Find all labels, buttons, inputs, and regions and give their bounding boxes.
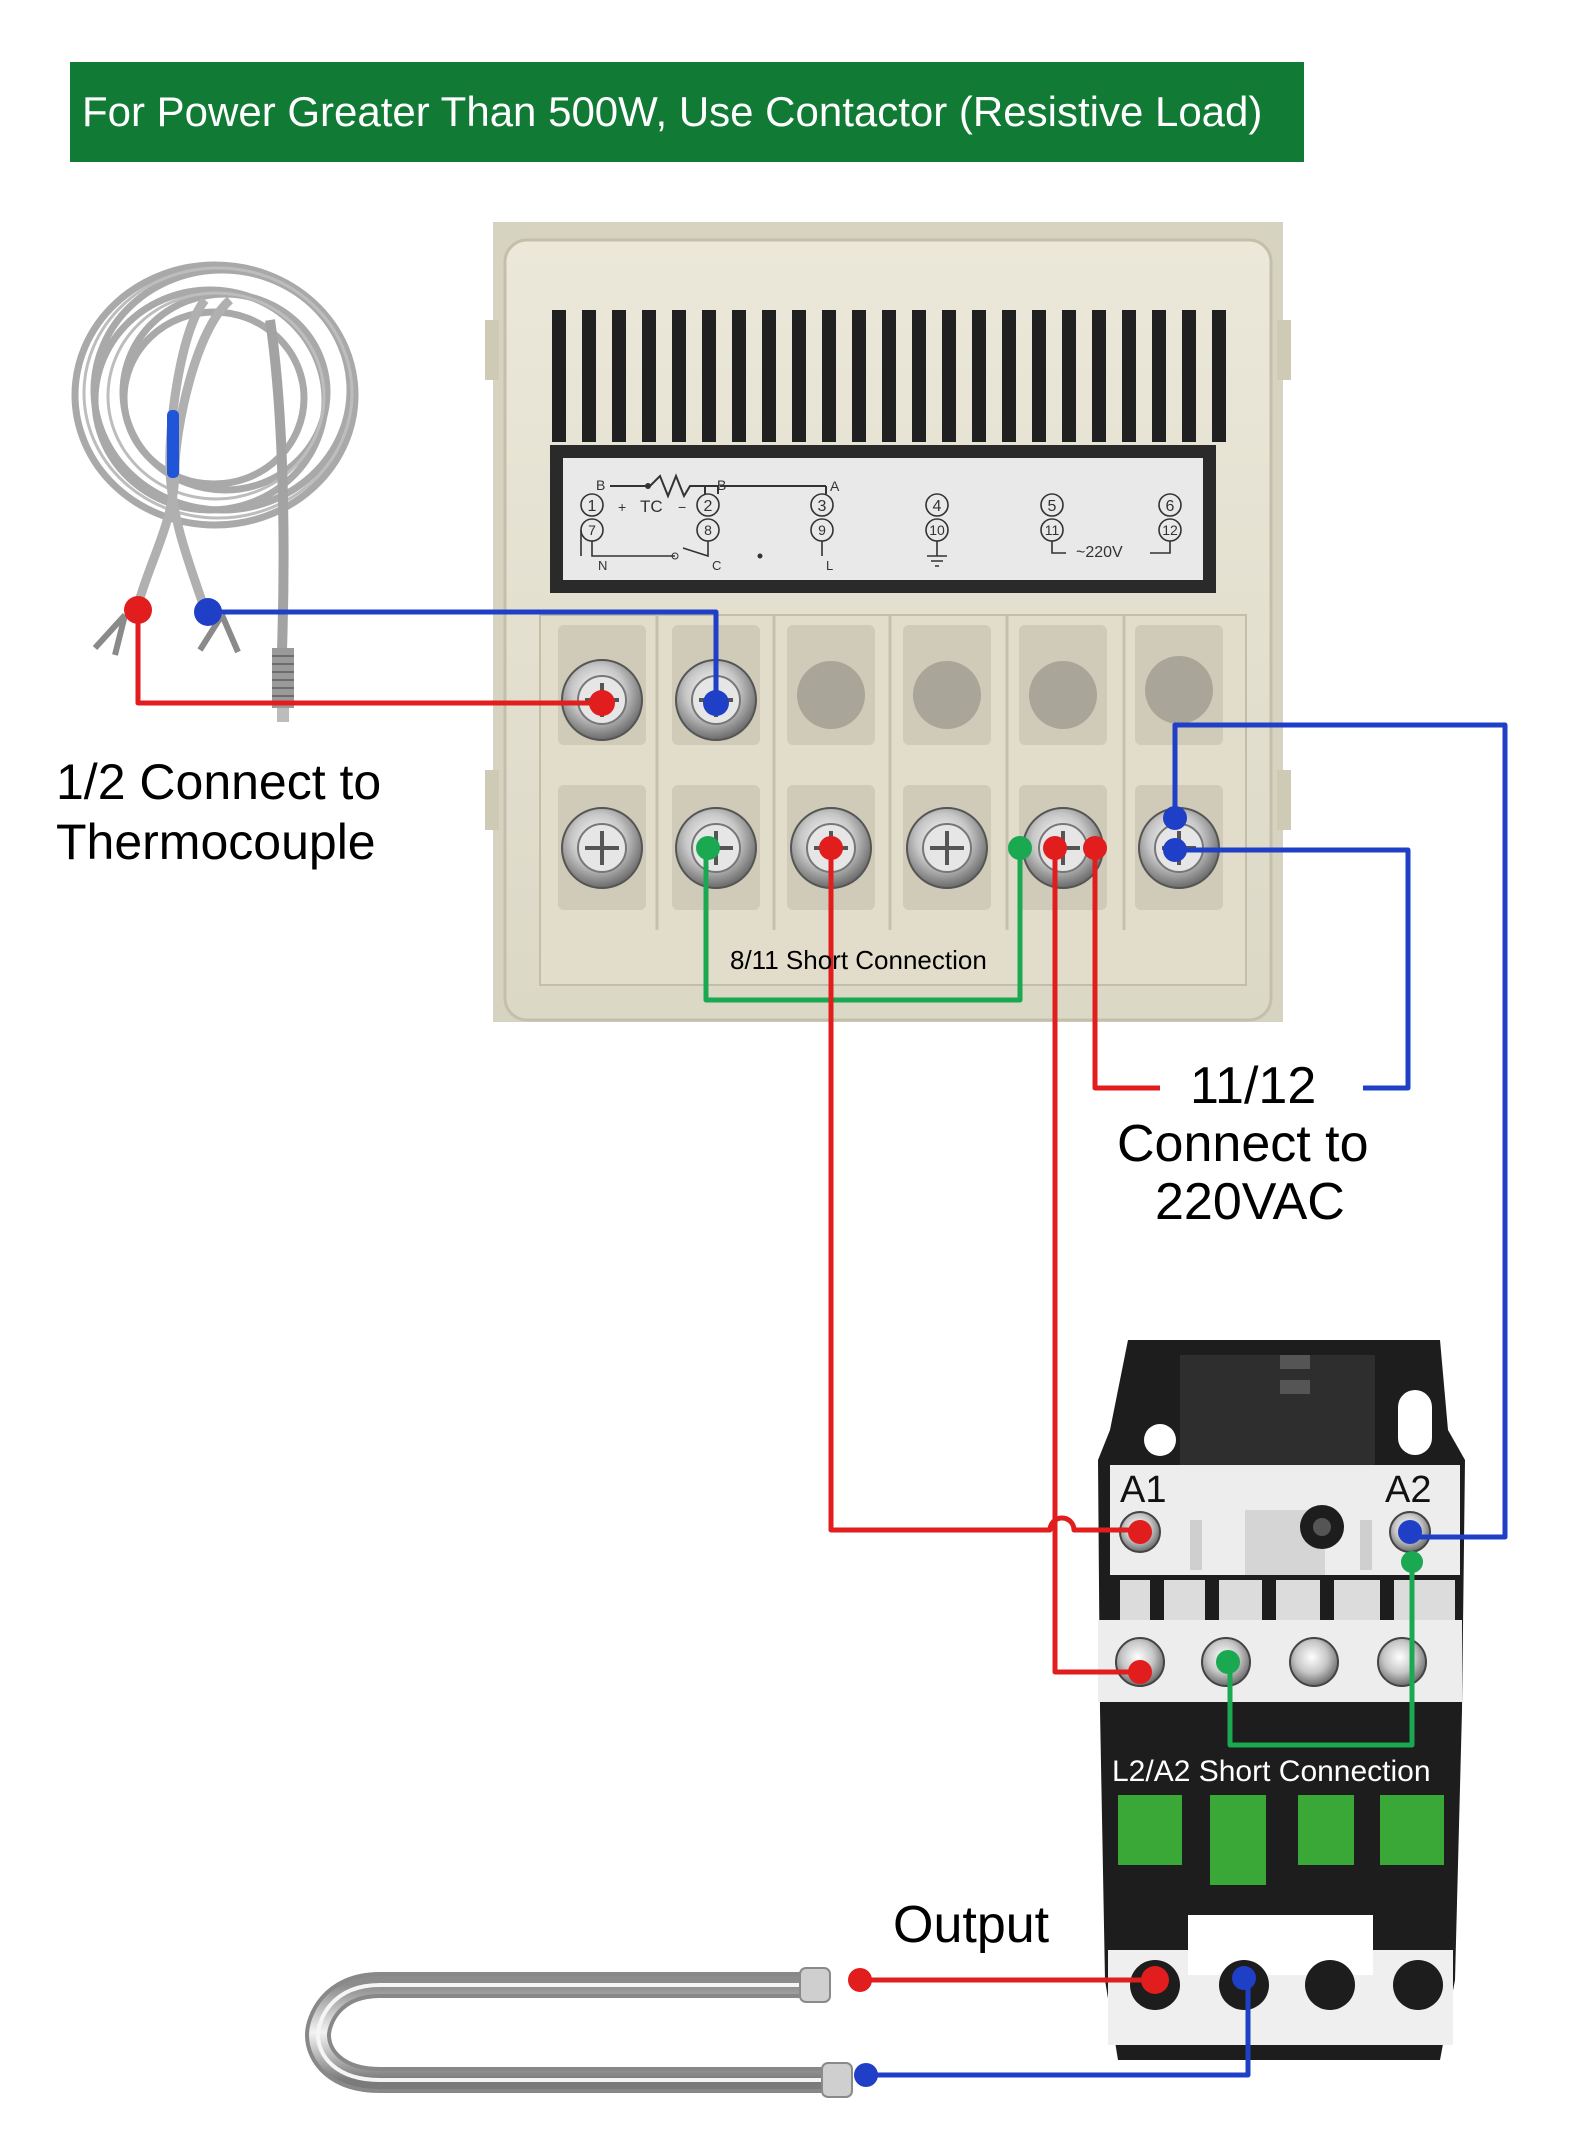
svg-text:−: − [678,499,686,515]
schematic-terminal-number: 4 [933,498,942,515]
schematic-terminal-number: 2 [704,498,713,515]
empty-socket [797,656,1213,729]
schematic-terminal-number: 9 [818,522,826,538]
schematic-terminal-number: 8 [704,522,712,538]
schematic-tc-label: TC [640,497,663,516]
heating-element-icon [304,1967,853,2098]
schematic-terminal-number: 10 [929,522,945,538]
coil-label-a2: A2 [1385,1469,1431,1511]
schematic-top-label: A [830,478,840,494]
schematic-terminal-number: 11 [1045,522,1060,538]
schematic-terminal-number: 12 [1162,522,1178,538]
schematic-voltage-label: ~220V [1076,544,1123,561]
thermocouple-label-line2: Thermocouple [56,814,376,870]
schematic-terminal-number: 3 [818,498,827,515]
wire-output-neutral [865,1985,1251,2078]
wire-thermocouple-negative [208,609,719,703]
schematic-terminal-number: 7 [588,522,596,538]
vent-slots [552,310,1226,442]
wire-12-supply [1170,847,1411,1091]
banner-title: For Power Greater Than 500W, Use Contact… [70,62,1304,162]
short-l2-a2-label: L2/A2 Short Connection [1112,1755,1431,1788]
schematic-terminal-number: 1 [588,498,597,515]
ac-label-line3: 220VAC [1155,1173,1345,1231]
schematic-bottom-label: C [712,558,721,573]
schematic-bottom-label: L [826,558,833,573]
blue-sleeve-icon [167,410,179,478]
wire-short-l2-a2 [1227,1562,1415,1748]
schematic-terminal-number: 6 [1166,498,1175,515]
output-label: Output [893,1896,1050,1954]
wire-9-to-a1 [828,848,1140,1533]
short-8-11-label: 8/11 Short Connection [730,945,987,975]
spade-terminal-icon [92,596,241,656]
terminal-block [539,614,1247,986]
connection-dots [589,690,1423,2087]
wire-11-supply [1092,848,1160,1091]
wire-short-8-11 [703,848,1023,1003]
ac-label-line1: 11/12 [1190,1057,1317,1115]
thermocouple-probe-icon [71,261,359,722]
schematic-terminal-number: 5 [1048,498,1057,515]
ac-label-line2: Connect to [1117,1115,1369,1173]
wiring-schematic-panel: B B A TC + − 1 2 3 4 5 6 7 8 9 [580,473,1182,573]
schematic-top-label: B [596,477,605,493]
thermocouple-label-line1: 1/2 Connect to [56,754,382,810]
wire-11-to-l1 [1052,848,1140,1675]
coil-label-a1: A1 [1120,1469,1166,1511]
schematic-bottom-label: N [598,558,607,573]
wire-12-to-a2 [1172,722,1508,1540]
screw-terminal-icon [561,807,1220,889]
svg-text:+: + [618,499,626,515]
contactor-body [1098,1340,1465,2060]
wires [135,609,1508,2078]
wire-thermocouple-positive [135,610,602,706]
